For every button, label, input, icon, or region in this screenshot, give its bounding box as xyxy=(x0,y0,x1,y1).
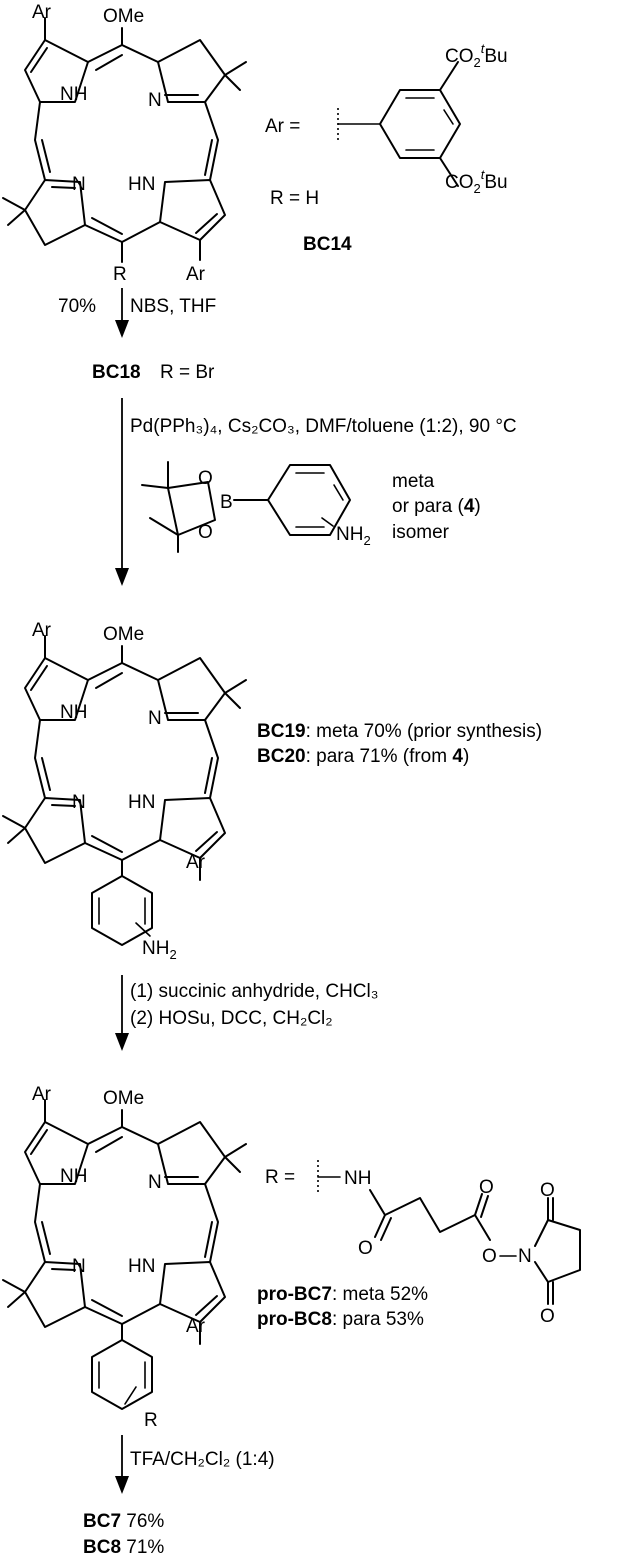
ome-label: OMe xyxy=(103,6,144,27)
step1-yield: 70% xyxy=(58,296,96,317)
linker-o: O xyxy=(358,1238,373,1259)
ar-label: Ar xyxy=(186,852,206,873)
arrow-step4 xyxy=(115,1435,129,1494)
ar-label: Ar xyxy=(32,1084,52,1105)
compound-bc18: BC18 xyxy=(92,362,141,383)
n-label: N xyxy=(72,174,86,195)
n-label: N xyxy=(148,90,162,111)
arrow-step3 xyxy=(115,975,129,1051)
ester-top: CO2tBu xyxy=(445,41,508,70)
boronate-o: O xyxy=(198,468,213,489)
n-label: N xyxy=(148,1172,162,1193)
ome-label: OMe xyxy=(103,1088,144,1109)
pro-bc8-line: pro-BC8: para 53% xyxy=(257,1309,424,1330)
n-label: N xyxy=(72,1256,86,1277)
hn-label: HN xyxy=(128,174,155,195)
bc19-line: BC19: meta 70% (prior synthesis) xyxy=(257,721,542,742)
ar-definition: Ar = CO2tBu CO2tBu xyxy=(265,41,508,196)
boronate-b: B xyxy=(220,492,233,513)
step4-reagents: TFA/CH₂Cl₂ (1:4) xyxy=(130,1449,275,1470)
isomer-line1: meta xyxy=(392,471,435,492)
ome-label: OMe xyxy=(103,624,144,645)
r-label: R xyxy=(113,264,127,285)
compound-bc14: BC14 xyxy=(303,234,352,255)
n-label: N xyxy=(72,792,86,813)
r-linker-prefix: R = xyxy=(265,1167,295,1188)
r-h-label: R = H xyxy=(270,188,319,209)
hn-label: HN xyxy=(128,1256,155,1277)
ar-def-prefix: Ar = xyxy=(265,116,300,137)
linker-n: N xyxy=(518,1246,532,1267)
bc14-structure: Ar OMe NH N N HN R Ar xyxy=(2,2,247,285)
pro-bc7-line: pro-BC7: meta 52% xyxy=(257,1284,428,1305)
step3-line2: (2) HOSu, DCC, CH₂Cl₂ xyxy=(130,1008,333,1029)
step1-reagents: NBS, THF xyxy=(130,296,216,317)
arrow-step2 xyxy=(115,398,129,586)
ar-label: Ar xyxy=(32,620,52,641)
arrow-step1 xyxy=(115,288,129,338)
imide-o: O xyxy=(540,1306,555,1327)
final-bc8: BC8 71% xyxy=(83,1537,164,1558)
ar-label: Ar xyxy=(32,2,52,23)
nh-label: NH xyxy=(60,1166,87,1187)
boronate-o: O xyxy=(198,522,213,543)
bc19-bc20-structure: Ar OMe NH N N HN Ar NH2 xyxy=(2,620,247,962)
pro-bc-structure: Ar OMe NH N N HN Ar R xyxy=(2,1084,247,1431)
ar-label: Ar xyxy=(186,1316,206,1337)
bc18-r-def: R = Br xyxy=(160,362,215,383)
boronate-reagent: O B O NH2 xyxy=(141,461,371,553)
n-label: N xyxy=(148,708,162,729)
r-label: R xyxy=(144,1410,158,1431)
ester-bottom: CO2tBu xyxy=(445,167,508,196)
linker-o: O xyxy=(482,1246,497,1267)
step3-line1: (1) succinic anhydride, CHCl₃ xyxy=(130,981,378,1002)
final-bc7: BC7 76% xyxy=(83,1511,164,1532)
bc20-line: BC20: para 71% (from 4) xyxy=(257,746,469,767)
hn-label: HN xyxy=(128,792,155,813)
linker-nh: NH xyxy=(344,1168,371,1189)
aryl-nh2: NH2 xyxy=(142,938,177,962)
r-linker-definition: R = NH O O O N O O xyxy=(265,1160,581,1327)
amine-nh2: NH2 xyxy=(336,524,371,548)
step2-conditions: Pd(PPh₃)₄, Cs₂CO₃, DMF/toluene (1:2), 90… xyxy=(130,416,517,437)
isomer-line2: or para (4) xyxy=(392,496,481,517)
isomer-line3: isomer xyxy=(392,522,450,543)
ar-label: Ar xyxy=(186,264,206,285)
linker-o: O xyxy=(479,1177,494,1198)
nh-label: NH xyxy=(60,702,87,723)
nh-label: NH xyxy=(60,84,87,105)
imide-o: O xyxy=(540,1180,555,1201)
